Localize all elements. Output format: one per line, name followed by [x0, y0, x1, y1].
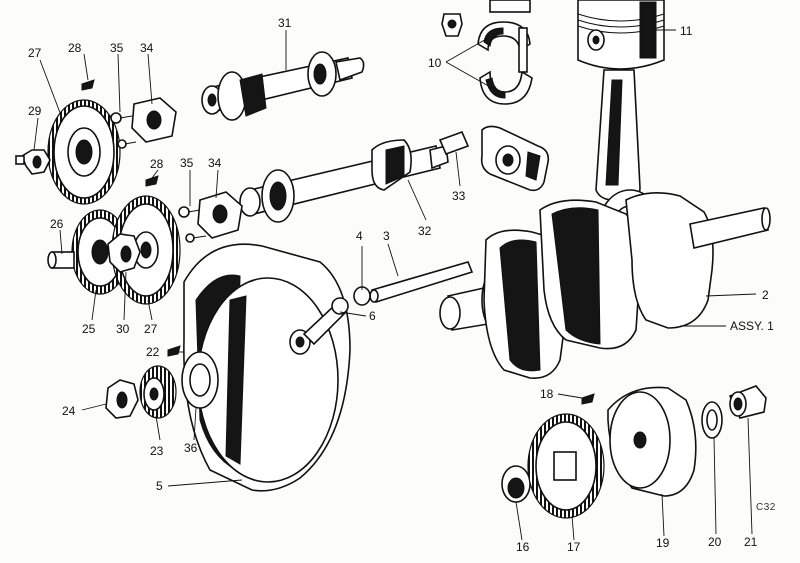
- bolt-icon: [302, 297, 349, 346]
- label-24: 24: [62, 404, 76, 418]
- label-3: 3: [383, 229, 390, 243]
- label-5: 5: [156, 479, 163, 493]
- bearing-cap-icon: [480, 125, 550, 192]
- nut-icon: [105, 379, 139, 419]
- label-20: 20: [708, 535, 722, 549]
- label-31: 31: [278, 16, 292, 30]
- clutch-drum-icon: [607, 386, 697, 497]
- label-11: 11: [680, 24, 693, 38]
- spacer-icon: [181, 351, 219, 409]
- nut-icon: [107, 233, 141, 273]
- nut-icon: [15, 149, 51, 175]
- crankshaft-icon: [439, 192, 771, 379]
- label-19: 19: [656, 536, 670, 550]
- label-23: 23: [150, 444, 164, 458]
- label-16: 16: [516, 540, 530, 554]
- label-35-mid: 35: [180, 156, 194, 170]
- piston-icon: [577, 0, 665, 70]
- bearing-icon: [441, 0, 533, 105]
- gear-icon: [47, 99, 121, 205]
- label-6: 6: [369, 309, 376, 323]
- label-2: 2: [762, 288, 769, 302]
- camshaft-icon: [201, 51, 365, 121]
- label-26: 26: [50, 217, 64, 231]
- label-28-mid: 28: [150, 157, 164, 171]
- figure-reference: C32: [756, 502, 776, 513]
- label-22: 22: [146, 345, 160, 359]
- label-34-mid: 34: [208, 156, 222, 170]
- bolt-icon: [110, 112, 207, 243]
- leader-lines: [33, 29, 757, 541]
- gear-icon: [139, 365, 177, 419]
- label-34-top: 34: [140, 41, 154, 55]
- sprocket-icon: [527, 413, 605, 519]
- label-25: 25: [82, 322, 96, 336]
- label-assy-1: ASSY. 1: [730, 319, 774, 333]
- washer-icon: [701, 401, 723, 439]
- spacer-icon: [47, 251, 75, 269]
- label-29: 29: [28, 104, 42, 118]
- label-35-top: 35: [110, 41, 124, 55]
- label-32: 32: [418, 224, 432, 238]
- gear-icon: [111, 195, 181, 305]
- label-17: 17: [567, 540, 581, 554]
- key-icon: [81, 79, 595, 405]
- label-33: 33: [452, 189, 466, 203]
- label-21: 21: [744, 535, 758, 549]
- bolt-icon: [438, 130, 470, 156]
- lockplate-icon: [131, 97, 243, 239]
- nut-icon: [728, 385, 767, 419]
- spacer-icon: [501, 465, 531, 503]
- label-27-bottom: 27: [144, 322, 158, 336]
- label-36: 36: [184, 441, 198, 455]
- label-10: 10: [428, 56, 442, 70]
- label-18: 18: [540, 387, 554, 401]
- flywheel-icon: [183, 243, 351, 492]
- label-30: 30: [116, 322, 130, 336]
- label-28-top: 28: [68, 41, 82, 55]
- rod-icon: [353, 261, 474, 306]
- label-4: 4: [356, 229, 363, 243]
- label-27-top: 27: [28, 46, 42, 60]
- part-labels: ASSY. 1 2 3 4 5 6 10 11 16 17 18 19 20 2…: [28, 16, 776, 554]
- camshaft-icon: [239, 139, 449, 223]
